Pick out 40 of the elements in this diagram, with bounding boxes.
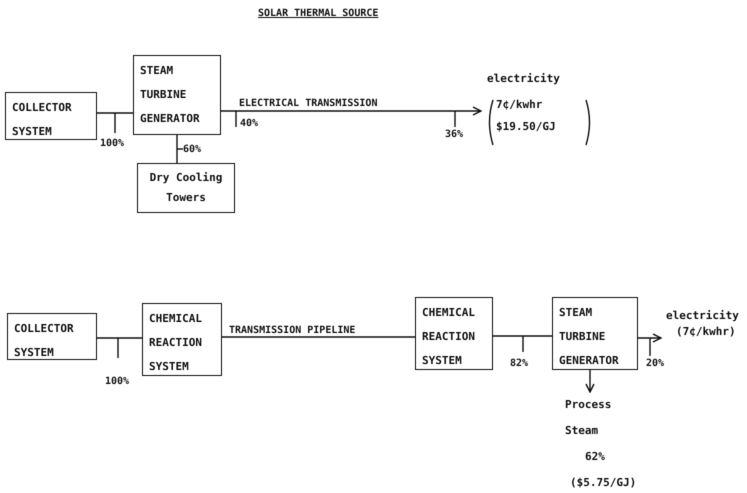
connector-line <box>222 336 415 338</box>
percentage-label: 20% <box>646 358 664 369</box>
percentage-label: 36% <box>445 129 464 140</box>
output-value: (7¢/kwhr) <box>676 324 736 340</box>
edge-label: TRANSMISSION PIPELINE <box>228 325 356 336</box>
arrow <box>638 333 662 343</box>
box-label: Dry Cooling Towers <box>148 170 224 206</box>
process-box <box>7 313 97 360</box>
output-label: Process Steam <box>565 397 612 439</box>
process-box <box>142 303 222 376</box>
output-value: $19.50/GJ <box>496 119 556 135</box>
percentage-label: 40% <box>240 118 258 129</box>
diagram-title: SOLAR THERMAL SOURCE <box>258 8 378 19</box>
output-value: ($5.75/GJ) <box>570 475 636 491</box>
connector-line <box>97 337 142 339</box>
edge-label: ELECTRICAL TRANSMISSION <box>238 98 378 109</box>
percentage-label: 100% <box>100 138 124 149</box>
connector-line <box>97 112 133 114</box>
process-box <box>5 92 97 140</box>
connector-line <box>493 335 552 337</box>
arrow <box>221 106 482 116</box>
box-label: STEAM TURBINE GENERATOR <box>140 63 201 127</box>
connector-line <box>176 135 178 163</box>
percentage-label: 100% <box>105 376 130 387</box>
output-label: electricity <box>666 308 739 324</box>
box-label: COLLECTOR SYSTEM <box>12 100 73 140</box>
output-value: 7¢/kwhr <box>496 97 542 113</box>
box-label: STEAM TURBINE GENERATOR <box>559 305 620 369</box>
process-box <box>133 55 221 135</box>
output-label: electricity <box>487 71 560 87</box>
process-box <box>137 163 235 213</box>
percentage-label: 82% <box>510 358 528 369</box>
output-value: 62% <box>585 449 605 465</box>
box-label: COLLECTOR SYSTEM <box>14 321 75 361</box>
box-label: CHEMICAL REACTION SYSTEM <box>422 305 476 369</box>
arrow <box>585 370 595 393</box>
process-box <box>415 297 493 370</box>
process-box <box>552 297 638 370</box>
percentage-label: 60% <box>183 144 202 155</box>
box-label: CHEMICAL REACTION SYSTEM <box>149 311 203 375</box>
